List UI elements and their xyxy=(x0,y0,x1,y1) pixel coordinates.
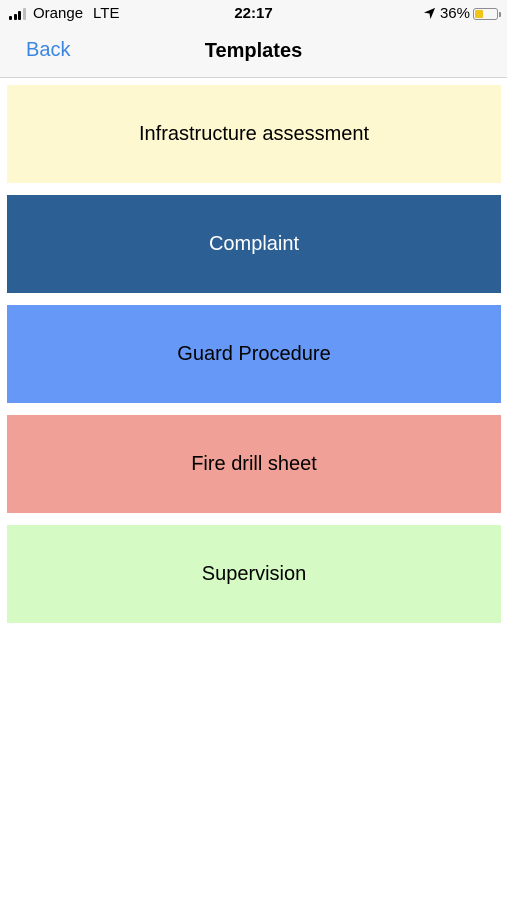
battery-percent: 36% xyxy=(439,5,470,22)
template-fire-drill-sheet[interactable]: Fire drill sheet xyxy=(7,415,501,513)
carrier-name: Orange xyxy=(33,5,84,22)
template-list: Infrastructure assessment Complaint Guar… xyxy=(7,85,501,635)
battery-icon xyxy=(473,7,501,20)
status-right: 36% xyxy=(423,5,501,22)
template-infrastructure-assessment[interactable]: Infrastructure assessment xyxy=(7,85,501,183)
navigation-bar: Back Templates xyxy=(0,28,507,78)
status-bar: Orange LTE 22:17 36% xyxy=(0,0,507,28)
status-left: Orange LTE xyxy=(9,5,119,22)
back-button[interactable]: Back xyxy=(26,39,71,61)
network-type: LTE xyxy=(93,5,120,22)
template-complaint[interactable]: Complaint xyxy=(7,195,501,293)
template-guard-procedure[interactable]: Guard Procedure xyxy=(7,305,501,403)
battery-level xyxy=(475,9,483,18)
location-arrow-icon xyxy=(423,7,436,20)
status-time: 22:17 xyxy=(234,5,273,22)
template-supervision[interactable]: Supervision xyxy=(7,525,501,623)
signal-icon xyxy=(9,7,27,20)
page-title: Templates xyxy=(204,40,303,62)
